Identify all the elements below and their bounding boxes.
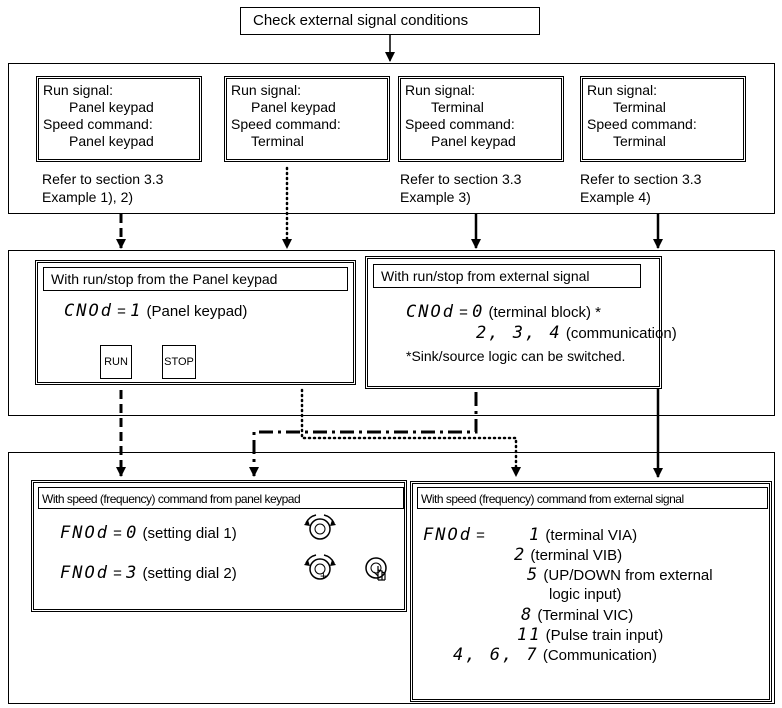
reference-text: Refer to section 3.3: [42, 171, 164, 187]
run-stop-external-title: With run/stop from external signal: [381, 268, 590, 284]
reference-example: Example 3): [400, 189, 471, 205]
fmod-desc: (Pulse train input): [541, 627, 664, 644]
case-box-2: Run signal: Panel keypad Speed command: …: [224, 76, 390, 162]
fmod-value: 11: [517, 625, 542, 645]
case-run-label: Run signal:: [231, 82, 302, 98]
fmod-option-row: 8 (Terminal VIC): [521, 605, 633, 626]
fmod-desc: (terminal VIB): [526, 547, 623, 564]
case-speed-value: Terminal: [251, 133, 304, 149]
check-signal-box: Check external signal conditions: [240, 7, 540, 35]
fmod-desc: (Communication): [538, 647, 658, 664]
case-speed-label: Speed command:: [405, 116, 515, 132]
reference-text: Refer to section 3.3: [400, 171, 522, 187]
speed-keypad-title: With speed (frequency) command from pane…: [42, 492, 301, 506]
speed-external-title-box: With speed (frequency) command from exte…: [417, 487, 768, 509]
fmod-desc: (UP/DOWN from external: [539, 567, 713, 584]
equals: =: [112, 303, 131, 320]
fmod-option-row: 5 (UP/DOWN from external: [527, 565, 713, 586]
case-box-1: Run signal: Panel keypad Speed command: …: [36, 76, 202, 162]
equals: =: [454, 304, 473, 321]
fmod-value: 4, 6, 7: [453, 645, 539, 665]
equals: =: [471, 527, 485, 544]
case-box-4: Run signal: Terminal Speed command: Term…: [580, 76, 746, 162]
cmod-param: CNOd: [406, 302, 455, 322]
case-run-label: Run signal:: [587, 82, 658, 98]
speed-external-box: With speed (frequency) command from exte…: [410, 481, 772, 702]
reference-example: Example 4): [580, 189, 651, 205]
case-speed-label: Speed command:: [587, 116, 697, 132]
cmod-value: 2, 3, 4: [476, 323, 562, 343]
fmod-value: 3: [126, 563, 139, 583]
cmod-value: 0: [472, 302, 485, 322]
case-speed-label: Speed command:: [231, 116, 341, 132]
speed-keypad-title-box: With speed (frequency) command from pane…: [38, 487, 404, 509]
fmod-option-row: 4, 6, 7 (Communication): [453, 645, 657, 666]
case-speed-value: Terminal: [613, 133, 666, 149]
run-stop-external-box: With run/stop from external signal CNOd …: [365, 256, 677, 389]
fmod-setting-dial2: FNOd = 3 (setting dial 2): [60, 563, 237, 584]
check-signal-label: Check external signal conditions: [253, 12, 469, 29]
case-run-value: Panel keypad: [251, 99, 336, 115]
dial-icon: [304, 554, 336, 580]
fmod-desc: (terminal VIA): [541, 527, 638, 544]
fmod-value: 0: [126, 523, 139, 543]
fmod-param: FNOd: [60, 563, 109, 583]
speed-keypad-box: With speed (frequency) command from pane…: [31, 480, 407, 612]
fmod-setting-terminal: FNOd =: [423, 525, 485, 546]
cmod-setting-terminal: CNOd = 0 (terminal block) *: [406, 302, 601, 323]
case-run-label: Run signal:: [43, 82, 114, 98]
run-stop-keypad-box: With run/stop from the Panel keypad CNOd…: [35, 260, 356, 385]
cmod-desc: (communication): [561, 325, 677, 342]
case-speed-value: Panel keypad: [431, 133, 516, 149]
reference-text: Refer to section 3.3: [580, 171, 702, 187]
fmod-value: 1: [529, 525, 542, 545]
equals: =: [108, 525, 127, 542]
dial-press-icon: [365, 557, 387, 581]
cmod-param: CNOd: [64, 301, 113, 321]
fmod-value: 2: [514, 545, 527, 565]
fmod-setting-dial1: FNOd = 0 (setting dial 1): [60, 523, 237, 544]
fmod-desc: (setting dial 2): [138, 565, 237, 582]
case-run-value: Panel keypad: [69, 99, 154, 115]
arrow-dashdot-route: [249, 392, 478, 477]
case-run-label: Run signal:: [405, 82, 476, 98]
fmod-value: 8: [521, 605, 534, 625]
fmod-value: 5: [527, 565, 540, 585]
case-box-3: Run signal: Terminal Speed command: Pane…: [398, 76, 564, 162]
cmod-value: 1: [130, 301, 143, 321]
plus-sign: +: [320, 569, 328, 583]
fmod-option-row: 2 (terminal VIB): [514, 545, 622, 566]
fmod-desc: (setting dial 1): [138, 525, 237, 542]
cmod-desc: (terminal block) *: [484, 304, 602, 321]
run-button[interactable]: RUN: [100, 345, 132, 379]
sink-source-note: *Sink/source logic can be switched.: [406, 348, 626, 364]
run-stop-keypad-title: With run/stop from the Panel keypad: [51, 271, 278, 287]
speed-external-title: With speed (frequency) command from exte…: [421, 492, 684, 506]
case-run-value: Terminal: [431, 99, 484, 115]
equals: =: [108, 565, 127, 582]
fmod-param: FNOd: [423, 525, 472, 545]
run-stop-keypad-title-box: With run/stop from the Panel keypad: [43, 267, 348, 291]
arrow-dotted-route: [300, 388, 521, 478]
stop-button[interactable]: STOP: [162, 345, 196, 379]
fmod-option-row: 11 (Pulse train input): [517, 625, 663, 646]
fmod-desc: (Terminal VIC): [533, 607, 634, 624]
fmod-param: FNOd: [60, 523, 109, 543]
fmod-desc: logic input): [549, 586, 622, 603]
fmod-option-row: 1 (terminal VIA): [529, 525, 637, 546]
case-speed-value: Panel keypad: [69, 133, 154, 149]
fmod-option-row: logic input): [549, 585, 622, 605]
cmod-setting-communication: 2, 3, 4 (communication): [476, 323, 677, 344]
cmod-desc: (Panel keypad): [142, 303, 248, 320]
case-run-value: Terminal: [613, 99, 666, 115]
run-stop-external-title-box: With run/stop from external signal: [373, 264, 641, 288]
reference-example: Example 1), 2): [42, 189, 134, 205]
dial-icon: [304, 514, 336, 540]
cmod-setting-keypad: CNOd = 1 (Panel keypad): [64, 301, 247, 322]
case-speed-label: Speed command:: [43, 116, 153, 132]
